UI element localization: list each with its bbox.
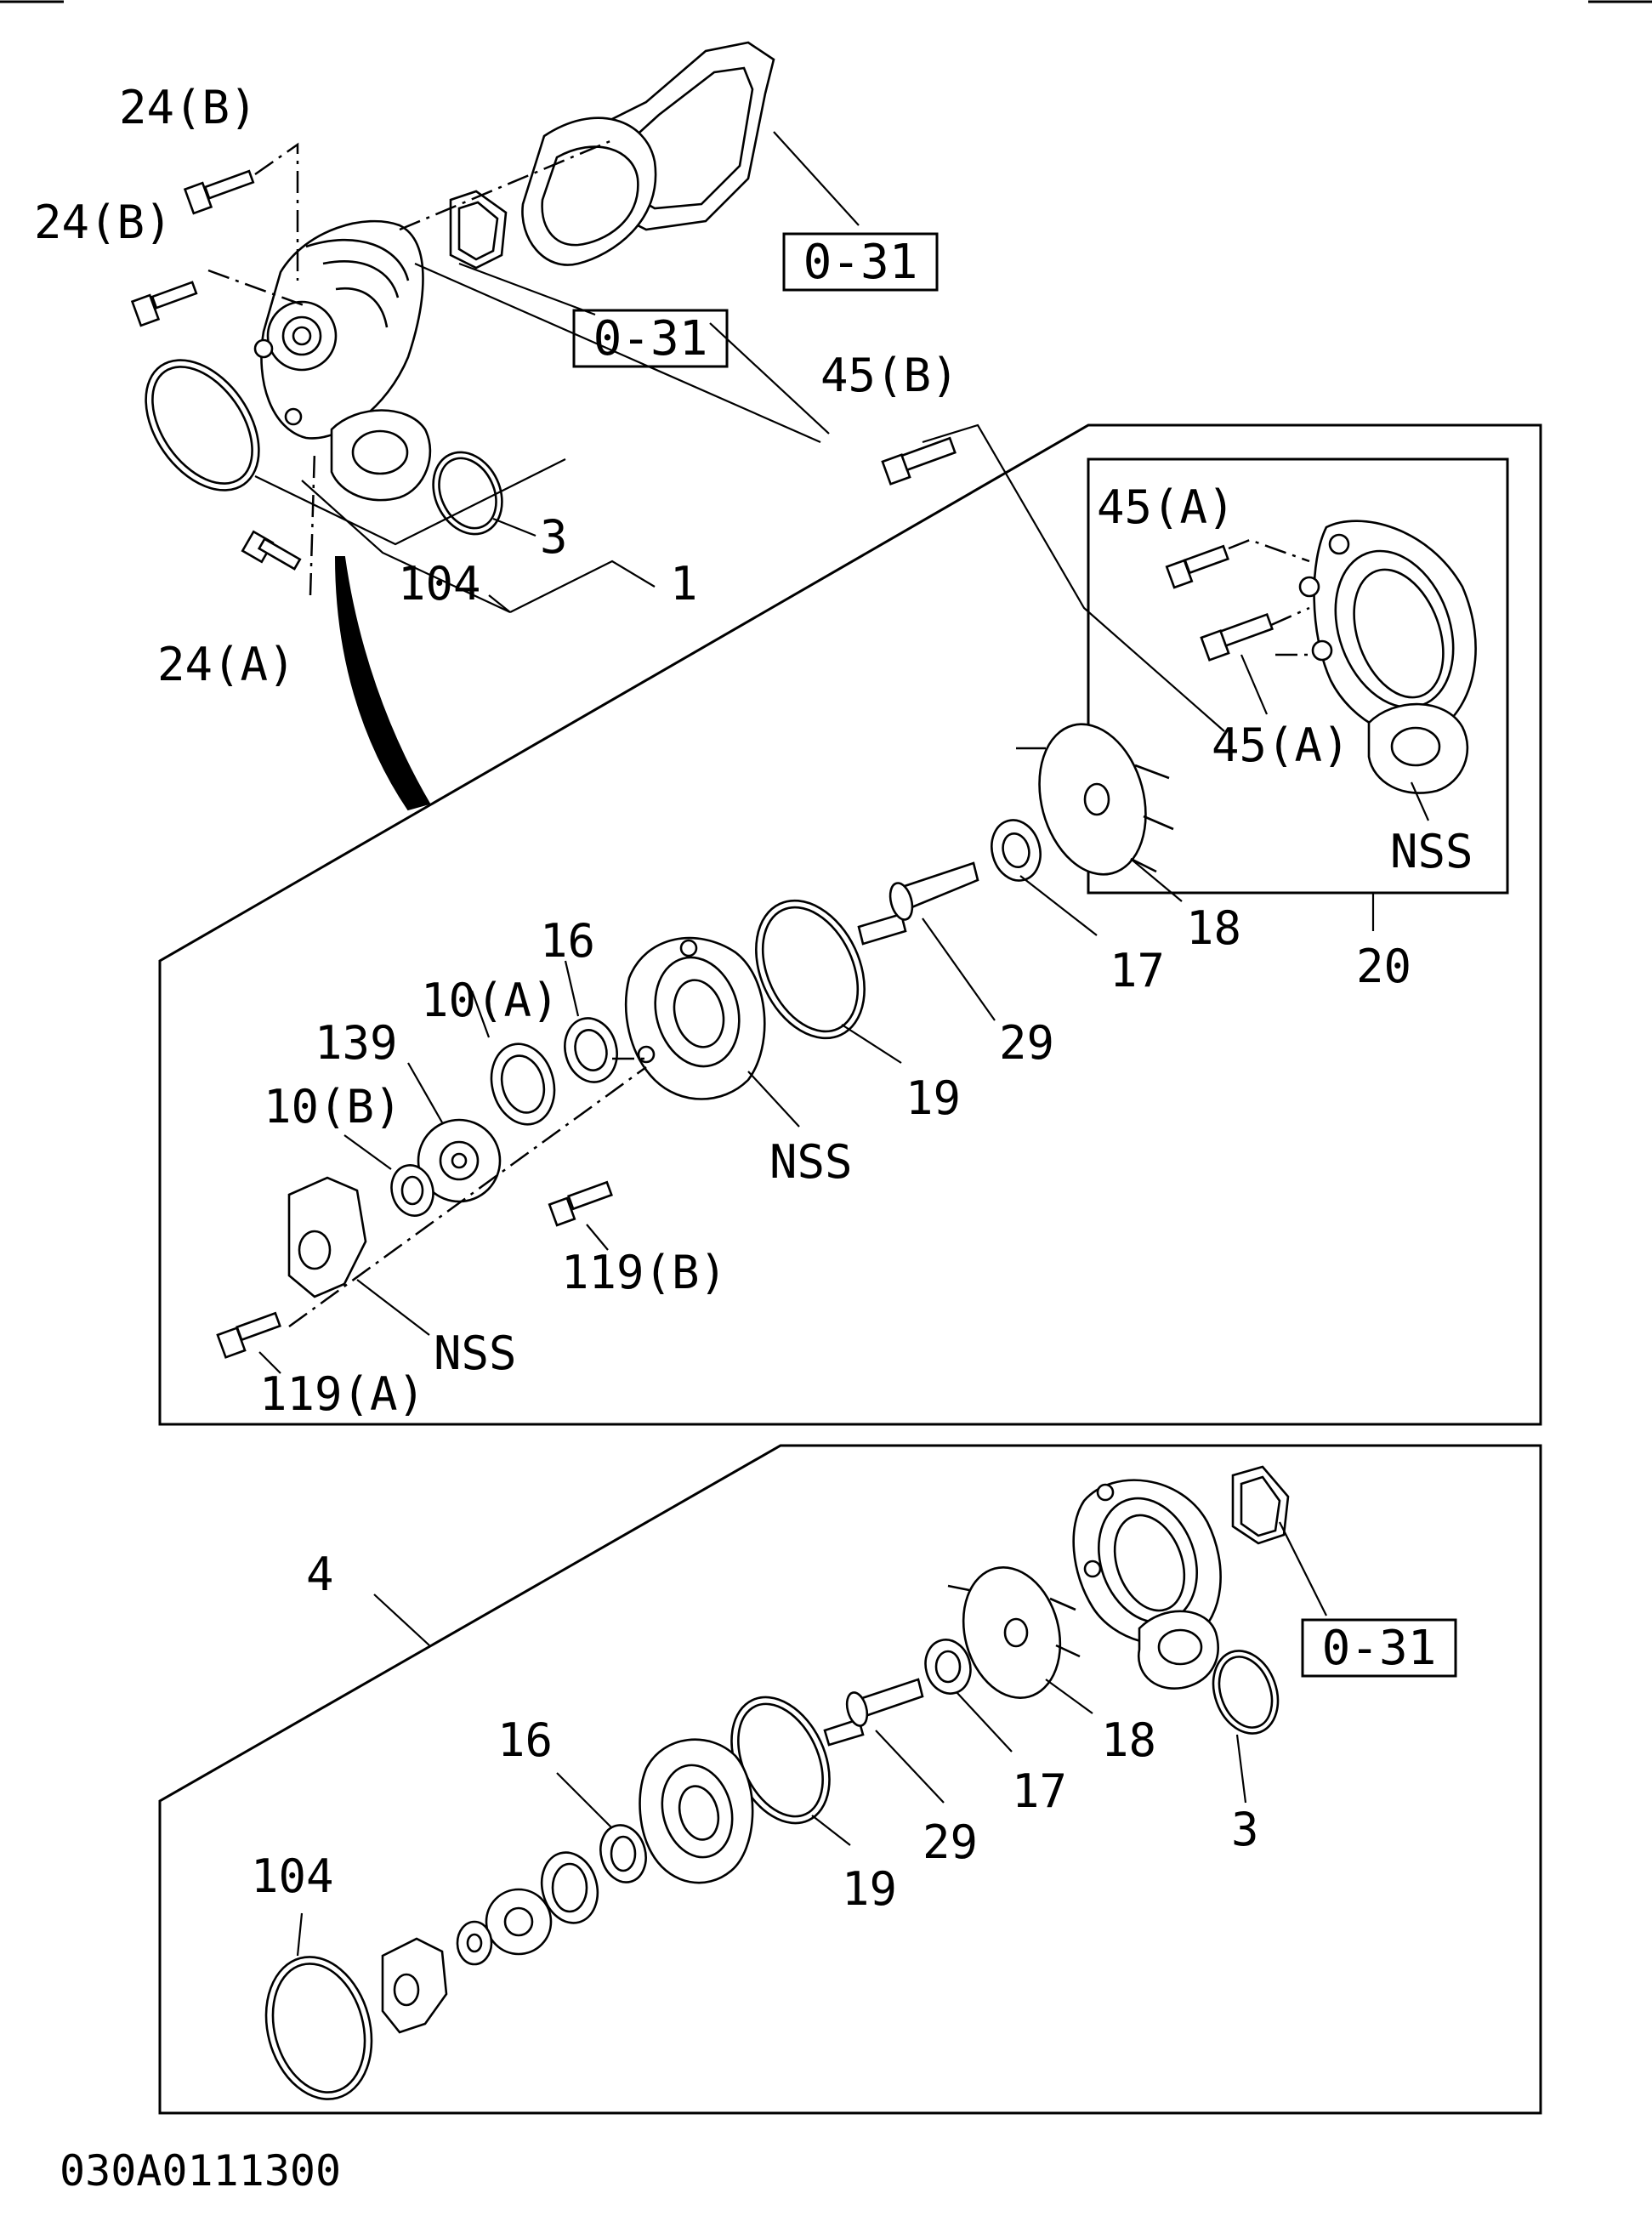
label-17-bottom: 17: [1012, 1764, 1067, 1818]
label-29-middle: 29: [999, 1016, 1054, 1070]
label-29-bottom: 29: [923, 1815, 978, 1869]
bolt-24a: [241, 530, 302, 571]
label-4: 4: [306, 1548, 334, 1601]
bearing-small-bottom: [456, 1920, 493, 1966]
label-nss-bracket: NSS: [434, 1327, 517, 1380]
ref-box-0-31-b: 0-31: [572, 309, 729, 368]
label-139: 139: [315, 1016, 398, 1070]
impeller-18-bottom: [947, 1566, 1081, 1699]
label-119a: 119(A): [259, 1367, 425, 1421]
label-3-bottom: 3: [1231, 1803, 1259, 1856]
label-18-middle: 18: [1186, 901, 1241, 955]
pump-drive-gear: [266, 300, 338, 372]
mechanical-seal-17-bottom: [924, 1639, 972, 1695]
mechanical-seal-17: [991, 819, 1042, 882]
label-19-middle: 19: [905, 1071, 961, 1125]
drive-gear-bottom: [485, 1888, 553, 1956]
bolt-119a: [216, 1311, 281, 1359]
o-ring-3: [432, 451, 503, 536]
bearing-16: [564, 1017, 618, 1083]
bearing-10b: [390, 1164, 434, 1217]
label-3-top: 3: [540, 510, 568, 564]
label-16-middle: 16: [540, 914, 595, 968]
bolt-45a-upper: [1165, 544, 1229, 589]
label-45a-lower: 45(A): [1212, 719, 1350, 772]
drive-gear-139: [417, 1118, 502, 1203]
label-17-middle: 17: [1110, 944, 1165, 997]
label-nss-middle-right: NSS: [769, 1135, 853, 1189]
bolt-24b-lower: [130, 281, 198, 327]
assembly-arrow: [334, 556, 431, 811]
bottom-exploded-frame: [158, 1444, 1542, 2115]
ref-box-0-31-a: 0-31: [782, 232, 939, 292]
o-ring-19: [755, 899, 866, 1040]
middle-exploded-frame: [158, 423, 1542, 1426]
gasket-0-31-bottom: [1231, 1465, 1290, 1545]
drawing-number: 030A0111300: [60, 2146, 341, 2196]
pump-bracket-nss: [287, 1176, 367, 1298]
pump-housing-20: [1298, 520, 1477, 794]
label-24b-upper: 24(B): [119, 81, 258, 134]
ref-box-0-31-c-label: 0-31: [1322, 1621, 1437, 1676]
label-1: 1: [670, 557, 698, 611]
pump-shaft-29-bottom: [823, 1678, 924, 1747]
label-104-top: 104: [398, 557, 481, 611]
bearing-housing-nss: [624, 936, 766, 1100]
label-10b: 10(B): [264, 1080, 402, 1133]
seal-ring-104: [145, 359, 260, 491]
water-pump-body: [260, 219, 424, 440]
bearing-16-bottom: [599, 1824, 647, 1883]
label-24a: 24(A): [157, 638, 296, 691]
pump-bracket-bottom: [381, 1937, 448, 2034]
label-119b: 119(B): [561, 1246, 727, 1299]
pump-shaft-29: [857, 861, 979, 946]
impeller-18: [1016, 723, 1174, 876]
bolt-119b: [548, 1180, 613, 1227]
bearing-housing-bottom: [639, 1738, 754, 1884]
bolt-24b-upper: [183, 169, 255, 215]
top-assembly: [130, 41, 860, 811]
ref-box-0-31-a-label: 0-31: [803, 235, 918, 290]
ref-box-0-31-c: 0-31: [1301, 1618, 1457, 1678]
label-18-bottom: 18: [1101, 1713, 1156, 1767]
bolt-45a-lower: [1200, 612, 1274, 662]
label-45a-upper: 45(A): [1097, 480, 1235, 534]
seal-ring-104-bottom: [264, 1956, 373, 2100]
label-19-bottom: 19: [842, 1862, 897, 1916]
bolt-45b: [881, 436, 957, 486]
gasket-0-31: [449, 190, 508, 270]
pump-housing-bottom: [1072, 1479, 1222, 1690]
label-10a: 10(A): [421, 974, 559, 1027]
label-45b: 45(B): [820, 349, 959, 402]
label-16-bottom: 16: [497, 1713, 553, 1767]
bearing-10a: [490, 1042, 556, 1126]
pump-outlet-flange: [330, 409, 432, 502]
label-nss-housing: NSS: [1390, 825, 1473, 878]
label-104-bottom: 104: [251, 1849, 334, 1903]
ref-box-0-31-b-label: 0-31: [593, 311, 708, 366]
bearing-bottom: [540, 1851, 599, 1924]
label-20: 20: [1356, 940, 1411, 993]
label-24b-lower: 24(B): [34, 196, 173, 249]
